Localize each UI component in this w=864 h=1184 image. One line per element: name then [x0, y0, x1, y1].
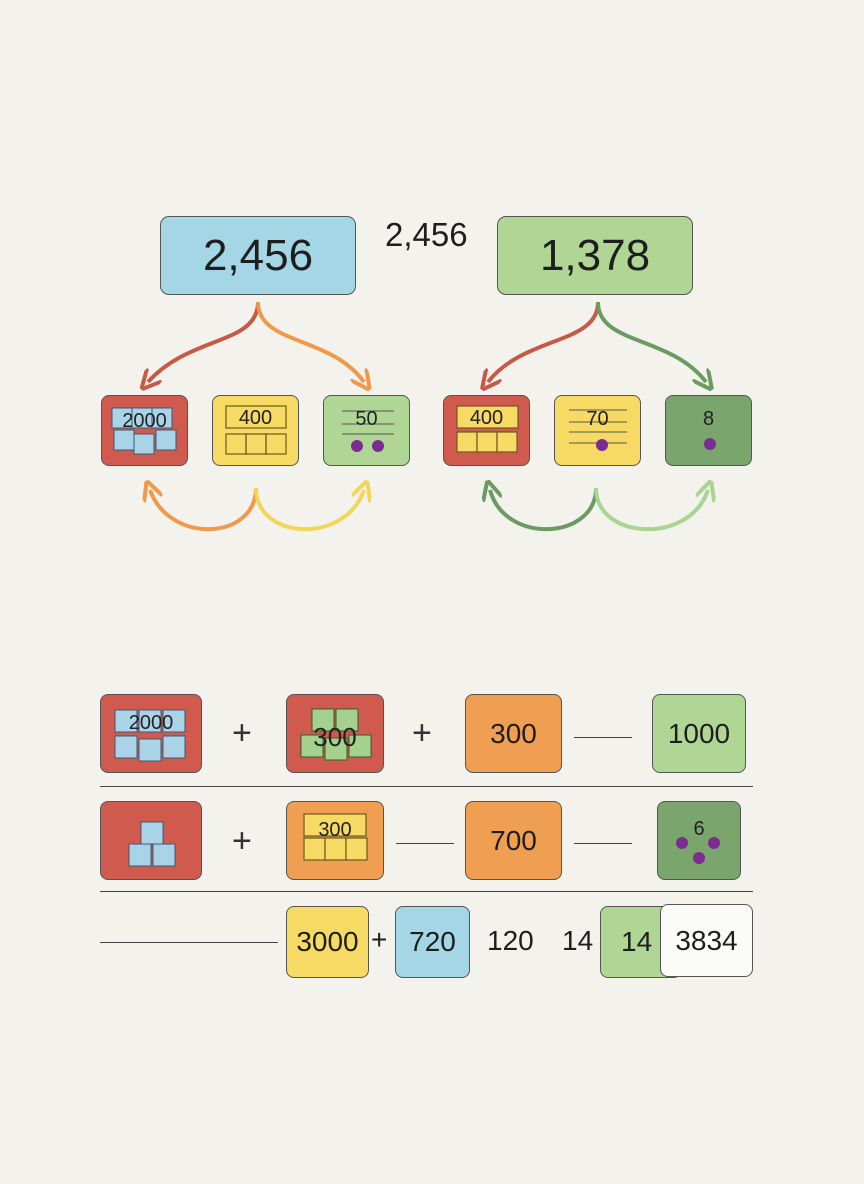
- cubes-icon: [111, 407, 177, 455]
- dash: [100, 942, 278, 944]
- arrow-right-c: [490, 488, 598, 532]
- dot-icon: [693, 852, 705, 864]
- part-b-tens-label: 70: [586, 408, 609, 430]
- cubes-icon: [300, 708, 372, 761]
- part-b-hundreds-label: 400: [469, 407, 504, 429]
- arrow-left-d: [254, 488, 364, 532]
- dots-icon: [342, 410, 394, 435]
- divider: [100, 891, 753, 893]
- part-b-ones: 8: [665, 395, 752, 466]
- dot-icon: [372, 440, 384, 452]
- grid-icon: [225, 405, 287, 455]
- dots-icon: [569, 409, 627, 444]
- row1-tile-orange: 300: [465, 694, 562, 773]
- part-a-thousands-label: 2000: [122, 410, 167, 432]
- row1-tile-cubes: 300: [286, 694, 384, 773]
- plus-sign: +: [412, 714, 432, 752]
- part-a-thousands: 2000: [101, 395, 188, 466]
- row2-tile-hundreds: 300: [286, 801, 384, 880]
- part-b-hundreds: 400: [443, 395, 530, 466]
- part-a-tens-label: 50: [355, 408, 378, 430]
- plus-sign: +: [232, 714, 252, 752]
- arrow-left-c: [150, 488, 258, 532]
- cubes-icon: [114, 709, 186, 762]
- dot-icon: [596, 439, 608, 451]
- cubes-icon: [128, 821, 176, 867]
- row2-tile-ones: 6: [657, 801, 741, 880]
- dot-icon: [676, 837, 688, 849]
- number-box-a: 2,456: [160, 216, 356, 295]
- dash: [574, 737, 632, 739]
- dash: [396, 843, 454, 845]
- arrow-right-b: [596, 301, 706, 382]
- part-b-tens: 70: [554, 395, 641, 466]
- row2-tile-cubes: [100, 801, 202, 880]
- row3-tile-blue: 720: [395, 906, 470, 978]
- arrow-right-d: [594, 488, 708, 532]
- arrow-right-a: [488, 301, 600, 382]
- number-box-b: 1,378: [497, 216, 693, 295]
- plus-sign: +: [232, 822, 252, 860]
- dot-icon: [704, 438, 716, 450]
- row2-tile-ones-label: 6: [693, 818, 705, 840]
- arrow-left-b: [256, 301, 364, 382]
- divider: [100, 786, 753, 788]
- row3-text-14: 14: [562, 925, 594, 956]
- middle-number-label: 2,456: [385, 216, 468, 253]
- part-a-hundreds: 400: [212, 395, 299, 466]
- row3-text-120: 120: [487, 925, 534, 956]
- part-a-hundreds-label: 400: [238, 407, 273, 429]
- grid-icon: [303, 813, 368, 861]
- grid-icon: [456, 405, 519, 453]
- dot-icon: [351, 440, 363, 452]
- plus-sign: +: [371, 924, 388, 955]
- part-a-tens: 50: [323, 395, 410, 466]
- row2-tile-hundreds-label: 300: [318, 819, 352, 841]
- row1-tile-thousands-label: 2000: [128, 712, 174, 734]
- row1-tile-cubes-label: 300: [313, 722, 357, 752]
- arrow-left-a: [148, 301, 260, 382]
- row1-tile-thousands: 2000: [100, 694, 202, 773]
- row3-tile-result: 3834: [660, 904, 753, 977]
- row2-tile-orange: 700: [465, 801, 562, 880]
- part-b-ones-label: 8: [702, 408, 715, 430]
- dot-icon: [708, 837, 720, 849]
- row3-tile-yellow: 3000: [286, 906, 369, 978]
- row1-tile-green: 1000: [652, 694, 746, 773]
- dash: [574, 843, 632, 845]
